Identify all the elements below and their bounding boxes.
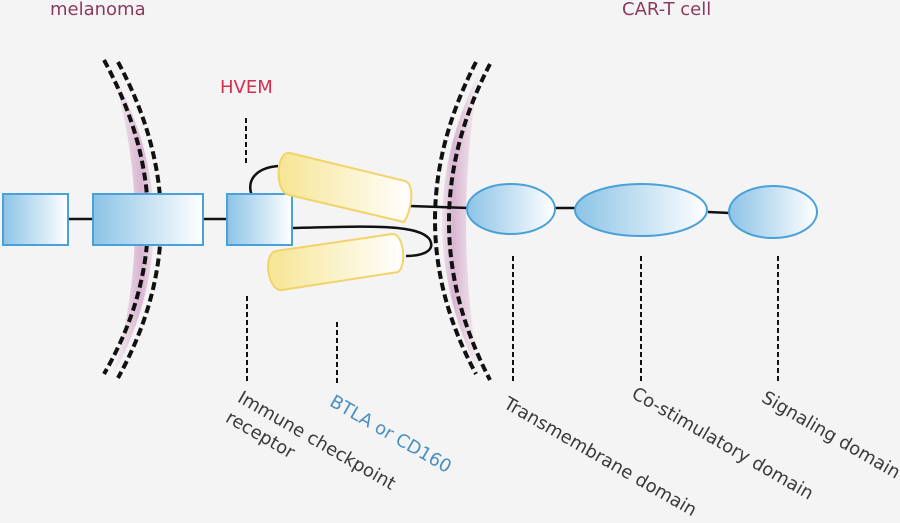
connector-line (707, 210, 731, 215)
melanoma-label: melanoma (50, 0, 146, 20)
ligand-top (277, 152, 413, 224)
melanoma-protein-box-1 (2, 193, 69, 246)
melanoma-membrane (102, 59, 163, 379)
transmembrane-domain-oval (466, 183, 556, 235)
signaling-domain-oval (728, 185, 818, 239)
connector-line (409, 204, 469, 210)
linker-bottom (291, 225, 433, 258)
linker-top (249, 164, 279, 197)
car-t-cell-label: CAR-T cell (622, 0, 712, 20)
car-t-membrane (433, 61, 492, 381)
hvem-box (226, 193, 293, 246)
melanoma-protein-box-2 (92, 193, 204, 246)
ligand-bottom (267, 233, 405, 291)
costimulatory-domain-oval (574, 183, 708, 237)
hvem-label: HVEM (220, 77, 273, 98)
